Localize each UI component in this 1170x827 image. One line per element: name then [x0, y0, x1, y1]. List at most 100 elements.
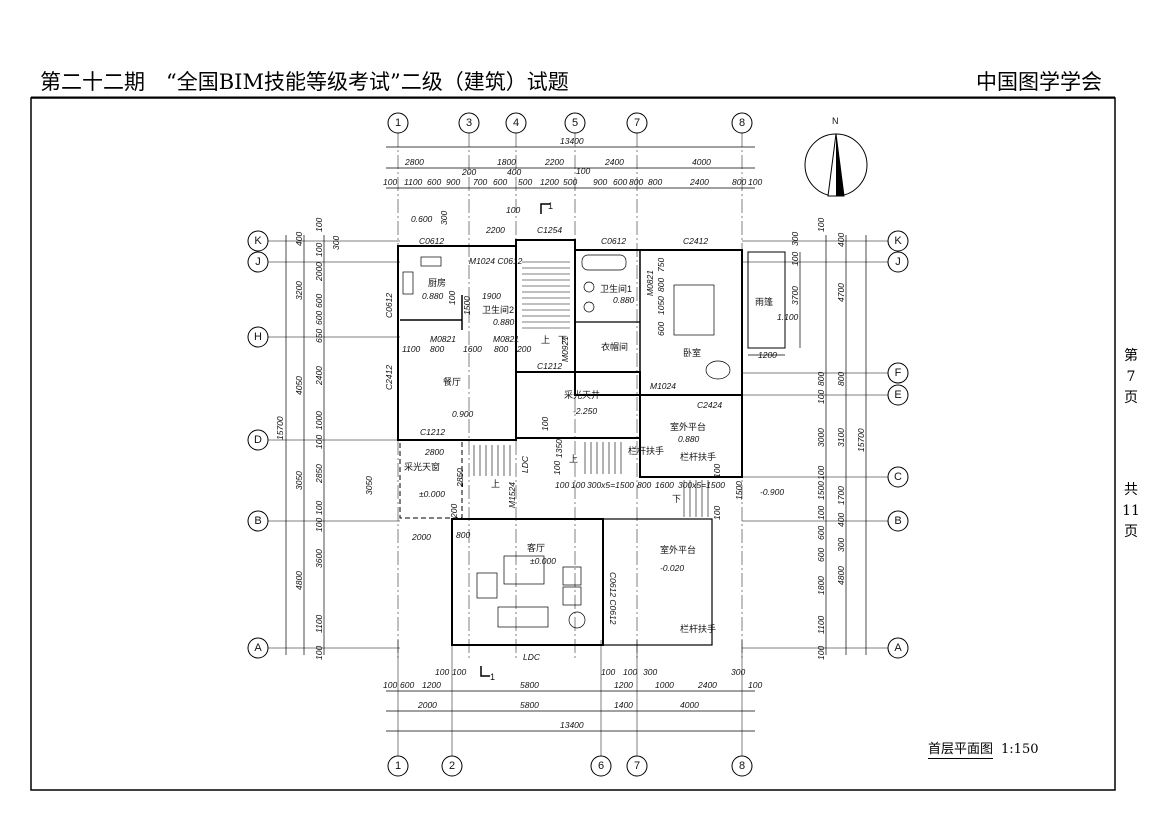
dimension-text: 4700	[836, 283, 846, 302]
dimension-text: 600	[493, 177, 507, 187]
inner-dimension: 800	[637, 480, 651, 490]
dimension-text: 2400	[689, 177, 709, 187]
axis-bubble	[387, 112, 409, 134]
dimension-text: 3000	[816, 428, 826, 447]
axis-label-left: A	[254, 642, 262, 654]
dimension-text: 800	[816, 372, 826, 386]
axis-bubble	[731, 112, 753, 134]
level-mark-canopy: 1.100	[777, 312, 799, 322]
tag-up: 上	[491, 479, 500, 489]
tag-railing-c: 栏杆扶手	[680, 623, 716, 634]
dimension-text: 700	[473, 177, 487, 187]
tag-c0612-left: C0612	[384, 293, 394, 318]
tag-c1212-a: C1212	[537, 361, 562, 371]
kitchen-sink-icon	[420, 256, 442, 267]
axis-bubble	[247, 251, 269, 273]
dimension-lines	[285, 146, 867, 732]
dimension-text: 13400	[560, 136, 584, 146]
axis-label-right: K	[894, 235, 902, 247]
dimension-text: 100	[623, 667, 637, 677]
side-table-icon	[568, 611, 586, 629]
dimension-text: 3200	[294, 281, 304, 300]
section-mark-top: 1	[548, 201, 553, 211]
inner-dimension: 800	[494, 344, 508, 354]
total-value: 11	[1122, 503, 1140, 519]
dimension-text: 800	[648, 177, 662, 187]
inner-dimension: 200	[516, 344, 531, 354]
room-name-canopy: 雨篷	[755, 296, 773, 307]
dimension-text: 100	[816, 466, 826, 480]
dimension-text: 100	[790, 252, 800, 266]
room-name-bath1: 卫生间1	[600, 283, 632, 294]
level-mark-terrace_upper: 0.880	[678, 434, 700, 444]
axis-label-right: F	[895, 367, 902, 379]
axis-bubble	[564, 112, 586, 134]
dimension-text: 100	[816, 646, 826, 660]
tag-ldc-a: LDC	[520, 455, 530, 473]
dimension-text: 500	[518, 177, 532, 187]
dimension-text: 2400	[604, 157, 624, 167]
dimension-text: 100	[383, 680, 397, 690]
axis-bubble	[247, 637, 269, 659]
stairs	[473, 261, 709, 517]
dimension-text: 100	[601, 667, 615, 677]
drawing-frame	[30, 97, 1116, 791]
inner-dimension: 800	[656, 278, 666, 292]
dimension-text: 1800	[497, 157, 516, 167]
dimension-text: 800	[732, 177, 746, 187]
room-name-living: 客厅	[527, 542, 545, 553]
dimension-text: 600	[613, 177, 627, 187]
tag-c2412-top: C2412	[683, 236, 708, 246]
exam-title: 第二十二期 “全国BIM技能等级考试”二级（建筑）试题	[40, 70, 569, 94]
inner-dimension: 1350	[554, 439, 564, 458]
axis-label-top: 3	[466, 117, 472, 129]
axis-label-right: E	[894, 389, 901, 401]
tag-m0821-b: M0821	[493, 334, 519, 344]
inner-dimension: 750	[656, 258, 666, 272]
room-name-closet: 衣帽间	[601, 341, 628, 352]
axis-label-right: J	[895, 256, 901, 268]
tag-m1524: M1524	[507, 482, 517, 508]
tag-c0612-b: C0612	[601, 236, 626, 246]
inner-dimension: 1050	[656, 296, 666, 315]
sink-icon	[583, 301, 595, 313]
dimension-text: 400	[836, 233, 846, 247]
dimension-text: 3600	[314, 549, 324, 568]
dimension-text: 600	[314, 311, 324, 325]
dimension-text: 2850	[314, 464, 324, 484]
axis-bubble	[626, 755, 648, 777]
dimension-text: 2200	[544, 157, 564, 167]
axis-bubble	[887, 637, 909, 659]
axis-bubble	[887, 466, 909, 488]
inner-dimension: 100	[447, 291, 457, 305]
dimension-text: 300	[731, 667, 745, 677]
room-name-dining: 餐厅	[443, 376, 461, 387]
dimension-text: 1100	[816, 615, 826, 634]
dimension-text: 1100	[404, 177, 423, 187]
axis-label-top: 8	[739, 117, 745, 129]
ottoman-icon	[562, 566, 582, 586]
axis-bubble	[887, 251, 909, 273]
page-number: 第 7 页	[1122, 346, 1140, 409]
level-mark-bath2: 0.880	[493, 317, 515, 327]
room-name-bath2: 卫生间2	[482, 304, 514, 315]
inner-dimension: 800	[430, 344, 444, 354]
axis-label-left: D	[254, 434, 262, 446]
walls	[397, 239, 786, 646]
dimension-text: 100	[314, 501, 324, 515]
inner-dimension: 1500	[462, 296, 472, 315]
dimension-text: 100	[452, 667, 466, 677]
dimension-text: 100	[816, 506, 826, 520]
coffee-table-icon	[503, 555, 545, 585]
dimension-text: 300	[439, 211, 449, 225]
page-prefix: 第	[1124, 348, 1138, 364]
bathtub-icon	[581, 254, 627, 271]
inner-dimension: 1500	[734, 481, 744, 500]
axis-label-right: C	[894, 471, 902, 483]
tag-ldc-b: LDC	[523, 652, 541, 662]
axis-label-top: 4	[513, 117, 519, 129]
plan-name: 首层平面图	[928, 738, 994, 759]
dimension-text: 600	[400, 680, 414, 690]
dimension-text: 600	[816, 526, 826, 540]
dimension-text: 300	[790, 232, 800, 246]
